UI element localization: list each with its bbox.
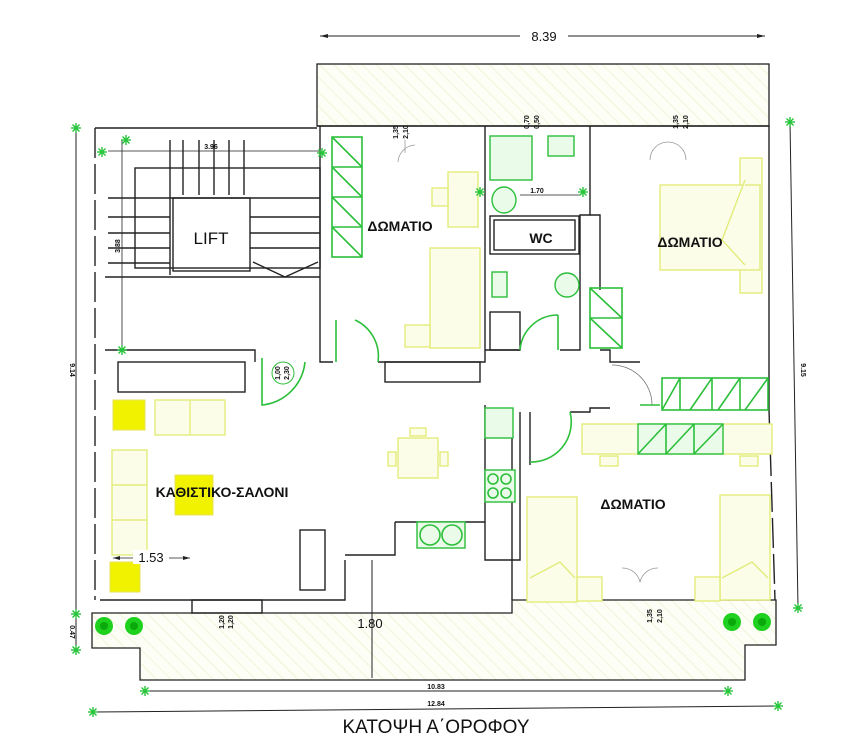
staircase bbox=[105, 140, 321, 350]
room-label-bedroom-1: ΔΩΜΑΤΙΟ bbox=[367, 218, 432, 234]
dimension-label-top: 8.39 bbox=[531, 29, 556, 44]
dimension-bottom-overall bbox=[87, 700, 784, 718]
dimension-label-stair-height: 3.88 bbox=[115, 239, 122, 253]
dimension-label-door-bed3-a: 1,35 bbox=[647, 609, 654, 623]
bedroom-2 bbox=[589, 141, 769, 411]
dimension-label-bath-width: 1.70 bbox=[530, 188, 544, 195]
dimension-label-entry-a: 1,00 bbox=[275, 366, 282, 380]
dimension-label-right-height: 9.15 bbox=[799, 363, 806, 377]
dimension-label-bottom-inner: 10.83 bbox=[427, 684, 445, 691]
dimension-label-balcony: 1.80 bbox=[357, 616, 382, 631]
room-label-bedroom-3: ΔΩΜΑΤΙΟ bbox=[600, 496, 665, 512]
plan-title: ΚΑΤΟΨΗ Α΄ΟΡΟΦΟΥ bbox=[342, 717, 529, 738]
bedroom-1 bbox=[331, 136, 481, 363]
bottom-balcony bbox=[91, 599, 777, 681]
dimension-bottom-inner bbox=[139, 685, 734, 697]
dimension-label-window-b: 1,20 bbox=[228, 615, 235, 629]
exterior-walls bbox=[94, 125, 776, 601]
bedroom-3 bbox=[526, 411, 773, 603]
top-balcony bbox=[316, 63, 770, 127]
dimension-label-bottom-overall: 12.84 bbox=[427, 701, 445, 708]
lift-shaft bbox=[172, 197, 251, 272]
dimension-top-width bbox=[320, 28, 765, 42]
bathroom bbox=[489, 135, 580, 351]
dimension-label-entry-b: 2,30 bbox=[284, 366, 291, 380]
dimension-label-door-bath-b: 0,50 bbox=[534, 115, 541, 129]
room-label-bedroom-2: ΔΩΜΑΤΙΟ bbox=[657, 234, 722, 250]
dimension-label-door-bed1-a: 1,35 bbox=[393, 125, 400, 139]
dimension-label-left-height: 9.14 bbox=[68, 363, 75, 377]
dimension-right bbox=[784, 116, 804, 614]
dimension-label-living-offset: 1.53 bbox=[138, 550, 163, 565]
room-label-living-room: ΚΑΘΙΣΤΙΚΟ-ΣΑΛΟΝΙ bbox=[156, 484, 289, 500]
kitchen bbox=[387, 407, 516, 549]
dimension-label-window-a: 1,20 bbox=[219, 615, 226, 629]
dimension-label-door-bed1-b: 2,10 bbox=[403, 125, 410, 139]
dimension-label-door-bed2-b: 2,10 bbox=[683, 115, 690, 129]
room-label-wc: WC bbox=[529, 230, 552, 246]
dimension-left bbox=[70, 122, 82, 656]
dimension-label-door-bath-a: 0,70 bbox=[524, 115, 531, 129]
dimension-label-door-bed2-a: 1,35 bbox=[673, 115, 680, 129]
dimension-label-door-bed3-b: 2,10 bbox=[657, 609, 664, 623]
dimension-label-stair-width: 3.96 bbox=[204, 144, 218, 151]
living-room bbox=[109, 358, 306, 593]
dimension-label-left-small: 0.47 bbox=[68, 625, 75, 639]
lift-label: LIFT bbox=[194, 229, 229, 248]
